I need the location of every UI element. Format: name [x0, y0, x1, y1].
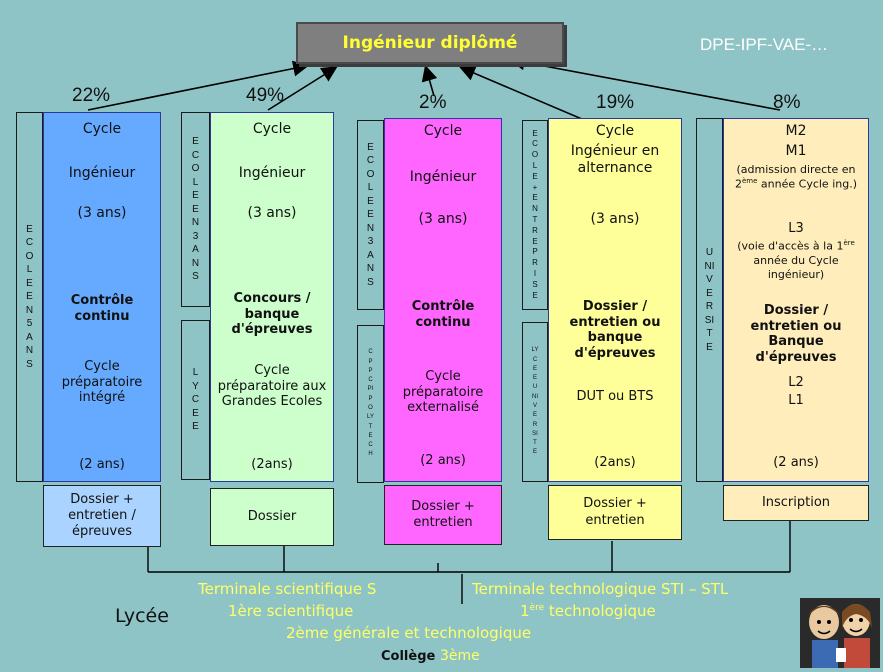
cycle-duration: (3 ans)	[418, 211, 468, 227]
column-apprenticeship: Cycle Ingénieur en alternance (3 ans) Do…	[548, 118, 682, 482]
selection-mode: Concours / banque d'épreuves	[231, 291, 313, 338]
cycle-label: Cycle	[595, 123, 635, 139]
cycle-name: Ingénieur	[238, 165, 306, 181]
percent-col1: 22%	[72, 85, 111, 106]
l3-note: (voie d'accès à la 1ère année du Cycle i…	[737, 239, 855, 282]
seconde-general: 2ème générale et technologique	[286, 624, 532, 642]
m2-label: M2	[785, 123, 807, 139]
side-label-col4-top: ECOLE + ENTREPRISE	[522, 120, 548, 310]
m1-label: M1	[785, 143, 807, 159]
arrow-col1	[87, 60, 310, 111]
l2-label: L2	[788, 375, 804, 390]
column-school-5-years: Cycle Ingénieur (3 ans) Contrôle continu…	[43, 112, 161, 482]
arrow-col2	[267, 66, 338, 111]
cycle-name: Ingénieur en alternance	[570, 143, 660, 176]
percent-col3: 2%	[419, 92, 447, 113]
cycle-name: Ingénieur	[68, 165, 136, 181]
arrow-col4	[459, 65, 597, 126]
admission-box-col2: Dossier	[210, 488, 334, 546]
students-cartoon-illustration	[800, 598, 880, 668]
percent-col4: 19%	[596, 92, 635, 113]
troisieme-label: 3ème	[440, 648, 480, 664]
admission-box-col1: Dossier + entretien / épreuves	[43, 485, 161, 547]
prep-duration: (2 ans)	[420, 453, 466, 468]
column-cpge: Cycle Ingénieur (3 ans) Concours / banqu…	[210, 112, 334, 482]
cycle-duration: (3 ans)	[77, 205, 127, 221]
side-label-col5: UNIVERSITE	[696, 118, 723, 482]
side-label-col3-bottom: CPP CPI POLYTECH	[357, 325, 384, 483]
m1-note: (admission directe en 2ème année Cycle i…	[734, 163, 857, 191]
prep-cycle: Cycle préparatoire externalisé	[402, 369, 484, 416]
side-label-col2-bottom: LYCEE	[181, 320, 210, 480]
cycle-duration: (3 ans)	[247, 205, 297, 221]
document-reference: DPE-IPF-VAE-…	[700, 35, 829, 54]
cycle-name: Ingénieur	[409, 169, 477, 185]
l1-label: L1	[788, 393, 804, 408]
prep-duration: (2 ans)	[79, 457, 125, 472]
terminale-scientific: Terminale scientifique S	[198, 580, 377, 598]
cycle-duration: (3 ans)	[590, 211, 640, 227]
arrow-col5	[508, 54, 781, 111]
engineer-degree-box: Ingénieur diplômé	[296, 22, 564, 64]
percent-col2: 49%	[246, 85, 285, 106]
selection-mode: Dossier / entretien ou Banque d'épreuves	[750, 303, 842, 365]
engineer-degree-title: Ingénieur diplômé	[342, 33, 518, 53]
premiere-scientific: 1ère scientifique	[228, 602, 354, 620]
arrow-col3	[421, 64, 438, 97]
admission-box-col4: Dossier + entretien	[548, 485, 682, 540]
side-label-col2-top: ECOLE EN 3 ANS	[181, 112, 210, 307]
column-external-prep: Cycle Ingénieur (3 ans) Contrôle continu…	[384, 118, 502, 482]
selection-mode: Contrôle continu	[411, 299, 475, 330]
lycee-label: Lycée	[115, 605, 169, 627]
selection-mode: Dossier / entretien ou banque d'épreuves	[569, 299, 661, 361]
prep-duration: (2 ans)	[773, 455, 819, 470]
premiere-technological: 1ère technologique	[520, 602, 656, 620]
cycle-label: Cycle	[252, 121, 292, 137]
admission-box-col3: Dossier + entretien	[384, 485, 502, 545]
cycle-label: Cycle	[82, 121, 122, 137]
terminale-technological: Terminale technologique STI – STL	[472, 580, 729, 598]
side-label-col3-top: ECOLE EN 3 ANS	[357, 120, 384, 310]
admission-box-col5: Inscription	[723, 485, 869, 521]
percent-col5: 8%	[773, 92, 801, 113]
side-label-col1: ECOLE EN 5 ANS	[16, 112, 43, 482]
prep-cycle: Cycle préparatoire aux Grandes Ecoles	[217, 363, 327, 410]
college-label: Collège	[381, 649, 436, 664]
prep-duration: (2ans)	[594, 455, 636, 470]
l3-label: L3	[788, 221, 804, 236]
column-university: M2 M1 (admission directe en 2ème année C…	[723, 118, 869, 482]
cycle-label: Cycle	[423, 123, 463, 139]
prep-duration: (2ans)	[251, 457, 293, 472]
prep-cycle: Cycle préparatoire intégré	[61, 359, 143, 406]
side-label-col4-bottom: LYCEE UNIVERSITE	[522, 322, 548, 482]
prep-cycle: DUT ou BTS	[576, 389, 654, 404]
selection-mode: Contrôle continu	[70, 293, 134, 324]
